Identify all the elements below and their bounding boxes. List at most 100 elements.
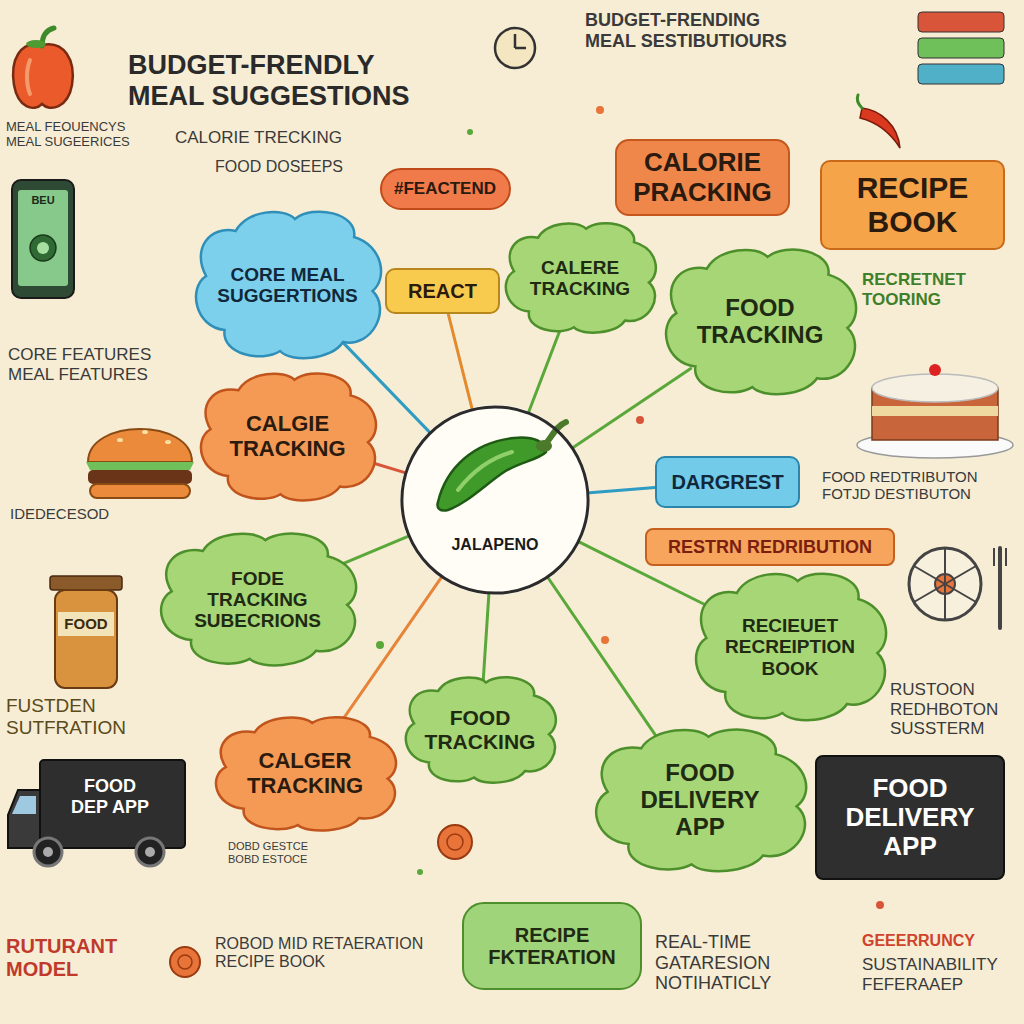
doodle-dots <box>596 106 604 114</box>
bell-pepper-icon <box>13 44 73 108</box>
note-label: FOOD <box>58 615 114 632</box>
burger-icon <box>90 484 190 498</box>
burger-icon <box>117 438 123 442</box>
cloud-bubble: FODE TRACKING SUBECRIONS <box>160 532 355 667</box>
cake-icon <box>872 406 998 416</box>
node-content: CORE MEAL SUGGERTIONS <box>214 240 362 330</box>
rounded-box: RESTRN REDRIBUTION <box>645 528 895 566</box>
connector-line <box>338 537 407 566</box>
center-circle-fill <box>400 405 590 595</box>
rounded-box: #FEACTEND <box>380 168 511 210</box>
clock-icon <box>514 34 517 48</box>
cloud-bubble: RECIEUET RECREIPTION BOOK <box>695 572 885 722</box>
delivery-truck-icon <box>43 847 53 857</box>
node-content: FOOD TRACKING <box>420 698 540 763</box>
note-label: MEAL FEOUENCYS MEAL SUGEERICES <box>6 120 146 150</box>
bell-pepper-icon <box>27 60 30 94</box>
circle-outline <box>400 405 590 595</box>
jalapeno-icon <box>437 422 566 511</box>
note-label: CALORIE TRECKING <box>175 128 375 148</box>
doodle-dots <box>467 129 473 135</box>
node-content: RECIEUET RECREIPTION BOOK <box>714 602 866 692</box>
rounded-box: DARGREST <box>655 456 800 508</box>
delivery-truck-icon <box>12 796 36 814</box>
cloud-outline <box>596 730 806 872</box>
note-label: GEEERRUNCY <box>862 932 1017 950</box>
rounded-box: REACT <box>385 268 500 314</box>
cloud-bubble: FOOD DELIVERY APP <box>595 728 805 873</box>
wheel-icon <box>914 566 976 602</box>
node-text: CALERE TRACKING <box>520 257 640 300</box>
note-label: RUTURANT MODEL <box>6 935 146 981</box>
cloud-bubble: CALERE TRACKING <box>505 222 655 334</box>
cloud-outline <box>406 677 556 783</box>
doodle-dots <box>417 869 423 875</box>
food-jar-icon <box>50 576 122 688</box>
burger-icon <box>165 440 171 444</box>
delivery-truck-icon <box>145 847 155 857</box>
fork-icon <box>993 548 995 566</box>
node-text: RECIPE FKTERATION <box>474 924 630 969</box>
phone-icon <box>12 180 74 298</box>
note-label: CORE FEATURES MEAL FEATURES <box>8 345 193 384</box>
rounded-box: RECIPE BOOK <box>820 160 1005 250</box>
delivery-truck-icon <box>34 838 62 866</box>
connector-line <box>529 329 561 412</box>
note-label: DOBD GESTCE BOBD ESTOCE <box>228 840 338 865</box>
connector-line <box>574 369 691 448</box>
rounded-box: FOOD DELIVERY APP <box>815 755 1005 880</box>
node-text: RECIEUET RECREIPTION BOOK <box>714 615 866 679</box>
chili-icon <box>860 108 900 148</box>
phone-icon <box>37 242 49 254</box>
connector-line <box>590 488 655 493</box>
node-text: CORE MEAL SUGGERTIONS <box>214 264 362 307</box>
phone-icon <box>30 235 56 261</box>
note-label: REAL-TIME GATARESION NOTIHATICLY <box>655 932 855 994</box>
circle-outline <box>402 407 588 593</box>
chili-icon <box>857 95 900 148</box>
orange-ball-icons <box>170 825 472 977</box>
node-text: CALGIE TRACKING <box>218 412 358 461</box>
jalapeno-icon <box>458 452 512 490</box>
doodle-dots <box>601 636 609 644</box>
delivery-truck-icon <box>40 760 185 848</box>
node-text: JALAPENO <box>429 536 562 554</box>
food-jar-icon <box>55 590 117 688</box>
fork-icon <box>1005 548 1007 566</box>
node-content: CALERE TRACKING <box>520 244 640 311</box>
fork-icon <box>998 548 1002 628</box>
cloud-outline <box>216 717 396 830</box>
rounded-box: CALORIE PRACKING <box>615 139 790 216</box>
wheel-icon <box>914 566 976 602</box>
jalapeno-icon <box>437 438 546 511</box>
node-text: CALGER TRACKING <box>233 749 377 798</box>
wheel-icon <box>909 548 981 620</box>
phone-icon <box>18 190 68 286</box>
node-content: RECIPE BOOK <box>832 168 993 242</box>
note-label: IDEDECESOD <box>10 505 190 522</box>
node-content: FODE TRACKING SUBECRIONS <box>180 559 336 640</box>
cloud-bubble: CALGER TRACKING <box>215 716 395 832</box>
cloud-outline <box>506 223 656 332</box>
diagram-title: BUDGET-FRENDLY MEAL SUGGESTIONS <box>128 50 448 112</box>
orange-ball-icons <box>447 834 463 850</box>
connector-line <box>483 595 489 679</box>
cloud-outline <box>666 250 856 395</box>
food-jar-icon <box>58 612 114 636</box>
delivery-truck-icon <box>8 790 40 848</box>
connectors <box>338 314 712 738</box>
rounded-box: RECIPE FKTERATION <box>462 902 642 990</box>
cake-icon <box>857 364 1013 458</box>
burger-icon <box>86 429 194 498</box>
node-text: #FEACTEND <box>392 179 499 198</box>
chili-icon <box>857 95 862 108</box>
connector-line <box>549 578 658 738</box>
node-text: RECIPE BOOK <box>832 171 993 238</box>
note-label: FOOD DEP APP <box>67 776 153 817</box>
node-content: DARGREST <box>667 464 788 500</box>
doodle-dots <box>876 901 884 909</box>
clock-icon <box>515 47 526 50</box>
node-text: FOOD TRACKING <box>684 295 836 349</box>
wheel-icon <box>909 548 981 620</box>
